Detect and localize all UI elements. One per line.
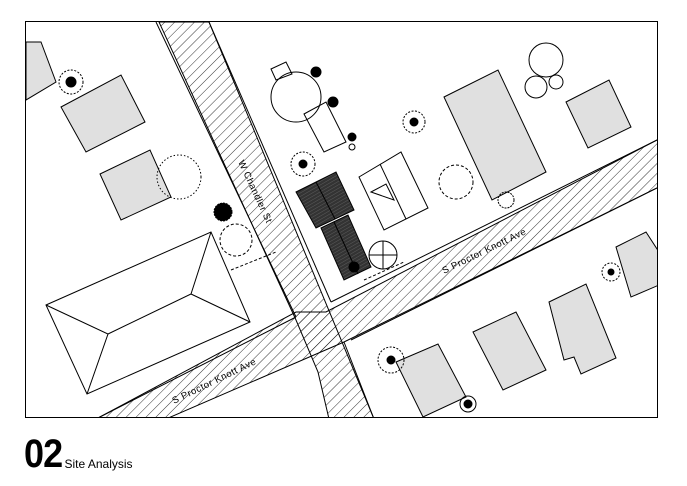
trees: [58, 42, 621, 413]
buildings: [26, 41, 657, 417]
sheet-number: 02: [24, 432, 63, 476]
sheet-title: Site Analysis: [64, 457, 133, 471]
sheet-footer: 02 Site Analysis: [24, 424, 133, 474]
lot-lines: [98, 22, 657, 417]
site-plan-map: W Chandler St S Proctor Knott Ave S Proc…: [25, 21, 658, 418]
